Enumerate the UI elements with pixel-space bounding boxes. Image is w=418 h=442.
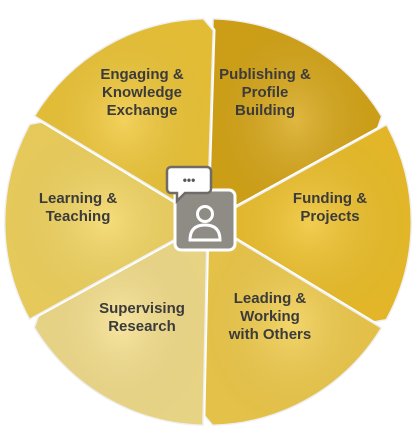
speech-bubble: [165, 165, 213, 205]
segment-label-line: Publishing &: [219, 66, 311, 83]
segment-label-2: Funding &Projects: [293, 190, 367, 225]
segment-label-line: Leading &: [234, 290, 307, 307]
segment-label-line: Profile: [242, 84, 289, 101]
segment-label-line: with Others: [228, 326, 312, 343]
segment-label-line: Funding &: [293, 190, 367, 207]
segment-label-line: Research: [108, 318, 176, 335]
segment-label-line: Building: [235, 102, 295, 119]
speech-bubble-dots: •••: [183, 173, 196, 187]
segment-label-line: Engaging &: [100, 66, 183, 83]
segment-label-line: Exchange: [107, 102, 178, 119]
segment-label-line: Learning &: [39, 190, 118, 207]
segment-label-line: Teaching: [46, 208, 111, 225]
person-body: [188, 223, 222, 242]
segment-label-line: Supervising: [99, 300, 185, 317]
segment-label-line: Knowledge: [102, 84, 182, 101]
segment-label-line: Projects: [300, 208, 359, 225]
segment-label-5: Learning &Teaching: [39, 190, 118, 225]
person-head: [196, 205, 214, 223]
segment-label-line: Working: [240, 308, 300, 325]
person-speech-bubble-icon: •••: [165, 165, 237, 252]
